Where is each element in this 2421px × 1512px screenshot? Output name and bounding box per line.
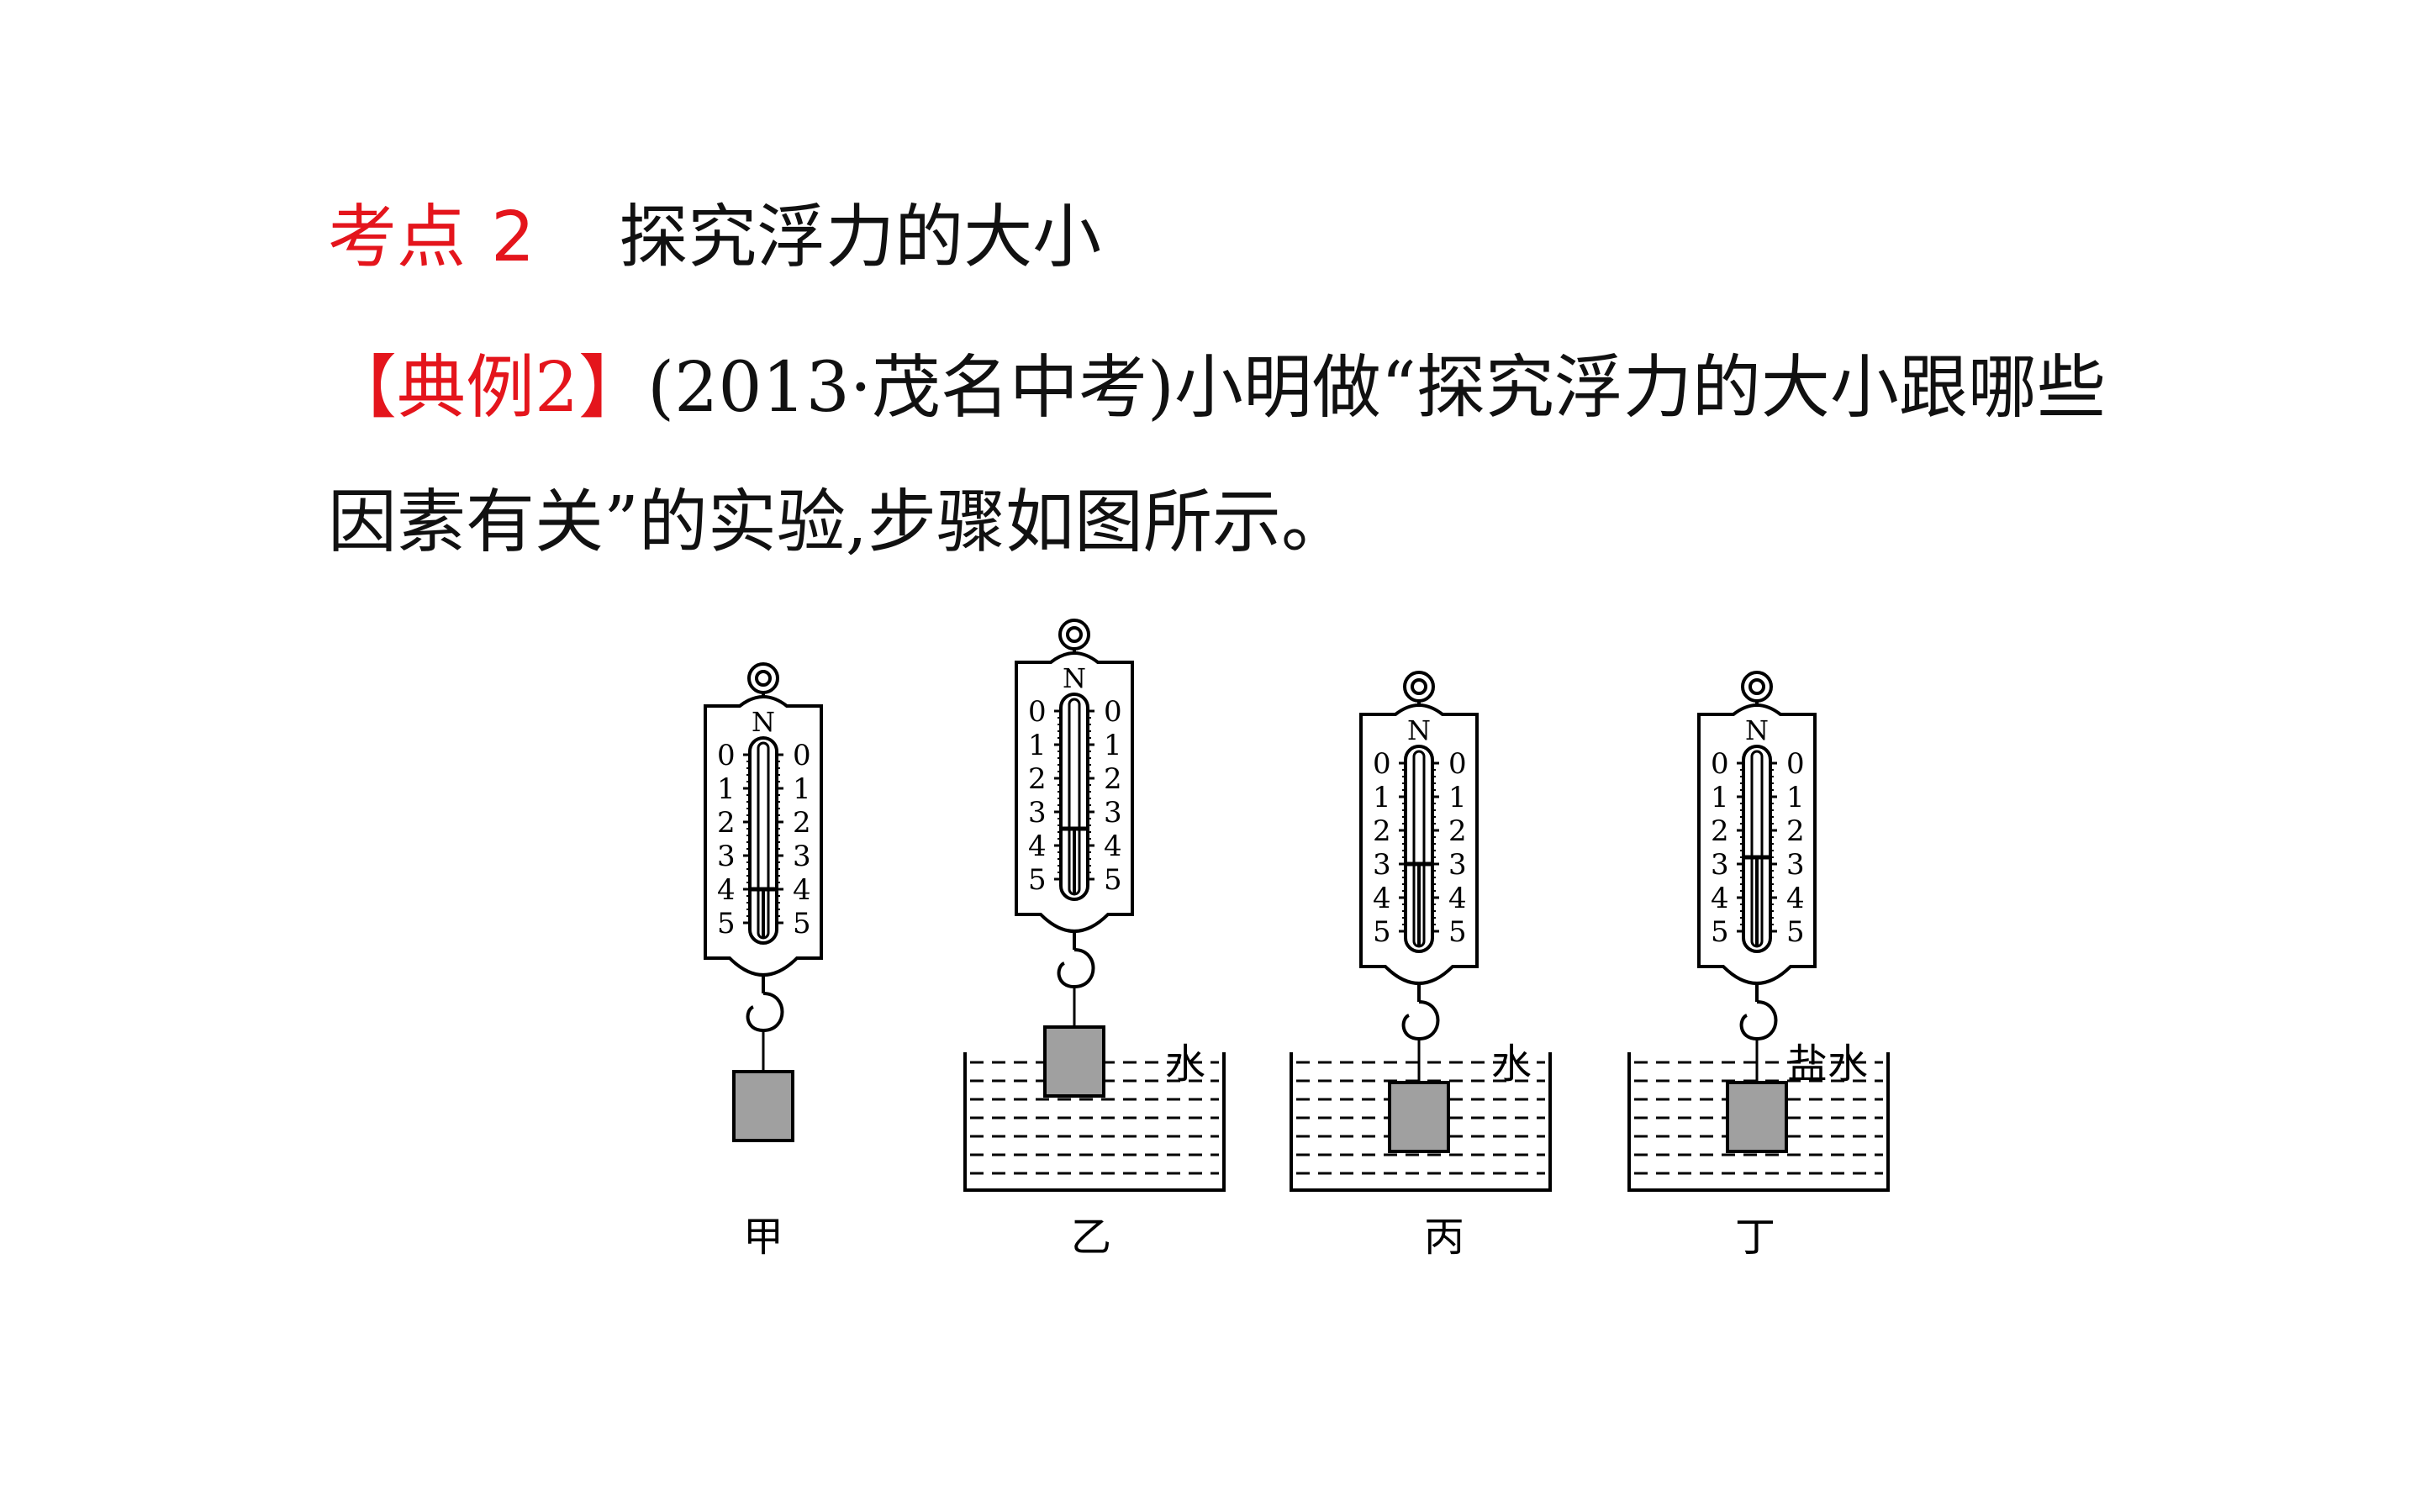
tick-label-right: 4 [1104, 830, 1122, 863]
tick-label-right: 4 [1786, 882, 1805, 915]
hook-icon [746, 992, 784, 1033]
water-tank [1290, 1052, 1552, 1192]
example-source: (2013·茂名中考) [647, 348, 1174, 428]
hook-icon [1401, 1000, 1440, 1041]
tick-label-right: 2 [1786, 814, 1805, 848]
panel-label: 丙 [1424, 1214, 1464, 1261]
tick-label-right: 1 [1448, 781, 1467, 814]
tick-label-right: 0 [1448, 747, 1467, 781]
tick-label-left: 3 [1028, 796, 1047, 830]
scale-tube [748, 736, 778, 945]
tick-label-left: 5 [717, 907, 736, 940]
metal-block [732, 1070, 794, 1142]
scale-unit-label: N [1063, 662, 1086, 694]
tick-label-right: 0 [793, 739, 811, 772]
metal-block [1726, 1081, 1788, 1153]
scale-unit-label: N [1745, 714, 1769, 746]
tick-label-left: 4 [1028, 830, 1047, 863]
liquid-label: 水 [1165, 1040, 1205, 1088]
tick-label-right: 4 [1448, 882, 1467, 915]
tick-label-right: 3 [1448, 848, 1467, 882]
tick-label-right: 0 [1104, 695, 1122, 729]
hook-icon [1739, 1000, 1778, 1041]
panel-label: 甲 [743, 1214, 783, 1261]
meter-ring-inner-icon [1748, 678, 1765, 695]
section-tag: 考点 [328, 198, 467, 277]
tick-label-left: 3 [1711, 848, 1729, 882]
scale-tube [1404, 745, 1434, 953]
tick-label-right: 3 [1104, 796, 1122, 830]
meter-ring-icon [747, 662, 779, 694]
meter-ring-inner-icon [1066, 626, 1083, 643]
panel-label: 乙 [1071, 1214, 1111, 1261]
tick-label-left: 1 [1711, 781, 1729, 814]
tick-label-left: 3 [717, 840, 736, 873]
example-text-1: 小明做“探究浮力的大小跟哪些 [1174, 348, 2106, 428]
section-title: 探究浮力的大小 [619, 198, 1102, 277]
scale-tube [1059, 693, 1089, 901]
section-heading: 考点 2 探究浮力的大小 [328, 192, 1101, 284]
tick-label-left: 5 [1373, 915, 1391, 949]
scale-tube [1742, 745, 1772, 953]
metal-block [1043, 1025, 1105, 1098]
tick-label-right: 1 [1786, 781, 1805, 814]
tick-label-right: 2 [793, 806, 811, 840]
tick-label-left: 3 [1373, 848, 1391, 882]
meter-ring-inner-icon [1411, 678, 1427, 695]
meter-ring-icon [1741, 671, 1773, 703]
tick-label-left: 0 [1711, 747, 1729, 781]
tick-label-left: 1 [1373, 781, 1391, 814]
example-line-1: 【典例2】(2013·茂名中考)小明做“探究浮力的大小跟哪些 [328, 321, 2362, 456]
metal-block [1388, 1081, 1450, 1153]
liquid-label: 盐水 [1787, 1040, 1868, 1088]
tick-label-right: 3 [1786, 848, 1805, 882]
tick-label-right: 2 [1448, 814, 1467, 848]
meter-ring-inner-icon [755, 670, 772, 687]
tick-label-left: 1 [1028, 729, 1047, 762]
tick-label-left: 1 [717, 772, 736, 806]
example-text-2: 因素有关”的实验,步骤如图所示。 [328, 482, 1350, 562]
tick-label-left: 4 [717, 873, 736, 907]
tick-label-left: 5 [1711, 915, 1729, 949]
tick-label-right: 5 [1104, 863, 1122, 897]
scale-unit-label: N [752, 706, 775, 738]
tick-label-left: 0 [1028, 695, 1047, 729]
hook-icon [1057, 948, 1095, 989]
tick-label-left: 2 [717, 806, 736, 840]
section-number: 2 [491, 198, 535, 277]
tick-label-left: 2 [1028, 762, 1047, 796]
scale-unit-label: N [1407, 714, 1431, 746]
tick-label-right: 2 [1104, 762, 1122, 796]
tick-label-right: 0 [1786, 747, 1805, 781]
tick-label-right: 3 [793, 840, 811, 873]
tick-label-right: 1 [793, 772, 811, 806]
panel-label: 丁 [1735, 1214, 1775, 1261]
tick-label-right: 5 [1448, 915, 1467, 949]
tick-label-left: 0 [717, 739, 736, 772]
tick-label-right: 4 [793, 873, 811, 907]
liquid-label: 水 [1491, 1040, 1532, 1088]
tick-label-right: 5 [1786, 915, 1805, 949]
meter-ring-icon [1403, 671, 1435, 703]
water-tank [963, 1052, 1226, 1192]
tick-label-left: 2 [1373, 814, 1391, 848]
tick-label-left: 4 [1373, 882, 1391, 915]
tick-label-left: 2 [1711, 814, 1729, 848]
tick-label-left: 0 [1373, 747, 1391, 781]
tick-label-left: 5 [1028, 863, 1047, 897]
water-tank [1627, 1052, 1890, 1192]
tick-label-left: 4 [1711, 882, 1729, 915]
tick-label-right: 5 [793, 907, 811, 940]
meter-ring-icon [1058, 619, 1090, 651]
example-label: 【典例2】 [328, 348, 648, 428]
tick-label-right: 1 [1104, 729, 1122, 762]
example-line-2: 因素有关”的实验,步骤如图所示。 [328, 456, 1350, 590]
